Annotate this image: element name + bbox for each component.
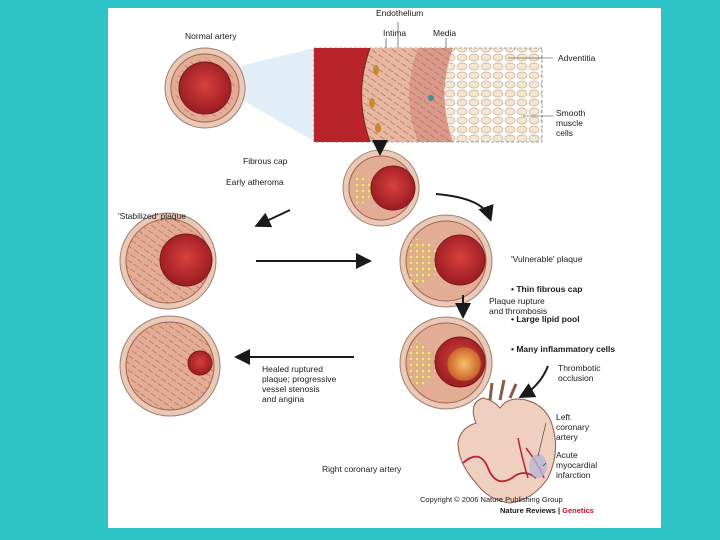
credit-separator: | [555, 506, 563, 515]
vulnerable-plaque-crosssection [399, 214, 493, 308]
vulnerable-item: • Large lipid pool [511, 314, 580, 324]
label-acute-mi: Acute myocardial infarction [556, 450, 598, 480]
vulnerable-item: • Many inflammatory cells [511, 344, 616, 354]
label-adventitia: Adventitia [558, 53, 596, 63]
copyright-text: Copyright © 2006 Nature Publishing Group [420, 495, 563, 504]
label-stabilized-plaque: 'Stabilized' plaque [118, 211, 186, 221]
heart-illustration [457, 379, 557, 504]
label-early-atheroma: Early atheroma [226, 177, 284, 187]
label-smooth-muscle: Smooth muscle cells [556, 108, 586, 138]
label-media: Media [433, 28, 457, 38]
early-atheroma-crosssection [342, 149, 420, 227]
leader-mi [542, 462, 547, 467]
label-intima: Intima [383, 28, 407, 38]
figure-panel: Endothelium Intima Media Normal artery A… [108, 8, 661, 528]
leader-lines [385, 22, 553, 117]
atherosclerosis-diagram [119, 22, 557, 504]
vulnerable-item: • Thin fibrous cap [511, 284, 583, 294]
journal-section: Genetics [562, 506, 594, 515]
flow-arrows [234, 140, 549, 398]
ruptured-plaque-crosssection [399, 316, 493, 410]
stabilized-plaque-crosssection [119, 212, 217, 310]
label-healed-plaque: Healed ruptured plaque; progressive vess… [262, 364, 337, 404]
normal-artery-crosssection [164, 47, 246, 129]
label-thrombotic-occlusion: Thrombotic occlusion [558, 363, 601, 383]
healed-plaque-crosssection [119, 315, 221, 417]
label-left-coronary: Left coronary artery [556, 412, 590, 442]
label-right-coronary: Right coronary artery [322, 464, 402, 474]
vulnerable-title: 'Vulnerable' plaque [511, 254, 583, 264]
artery-wall-detail [313, 47, 543, 143]
leader-left-coronary [537, 422, 547, 457]
label-vulnerable-plaque: 'Vulnerable' plaque • Thin fibrous cap •… [511, 234, 615, 374]
label-plaque-rupture: Plaque rupture and thrombosis [489, 296, 548, 316]
label-normal-artery: Normal artery [185, 31, 237, 41]
label-fibrous-cap: Fibrous cap [243, 156, 288, 166]
label-endothelium: Endothelium [376, 8, 424, 18]
journal-credit: Nature Reviews | Genetics [500, 506, 594, 515]
journal-name: Nature Reviews [500, 506, 556, 515]
